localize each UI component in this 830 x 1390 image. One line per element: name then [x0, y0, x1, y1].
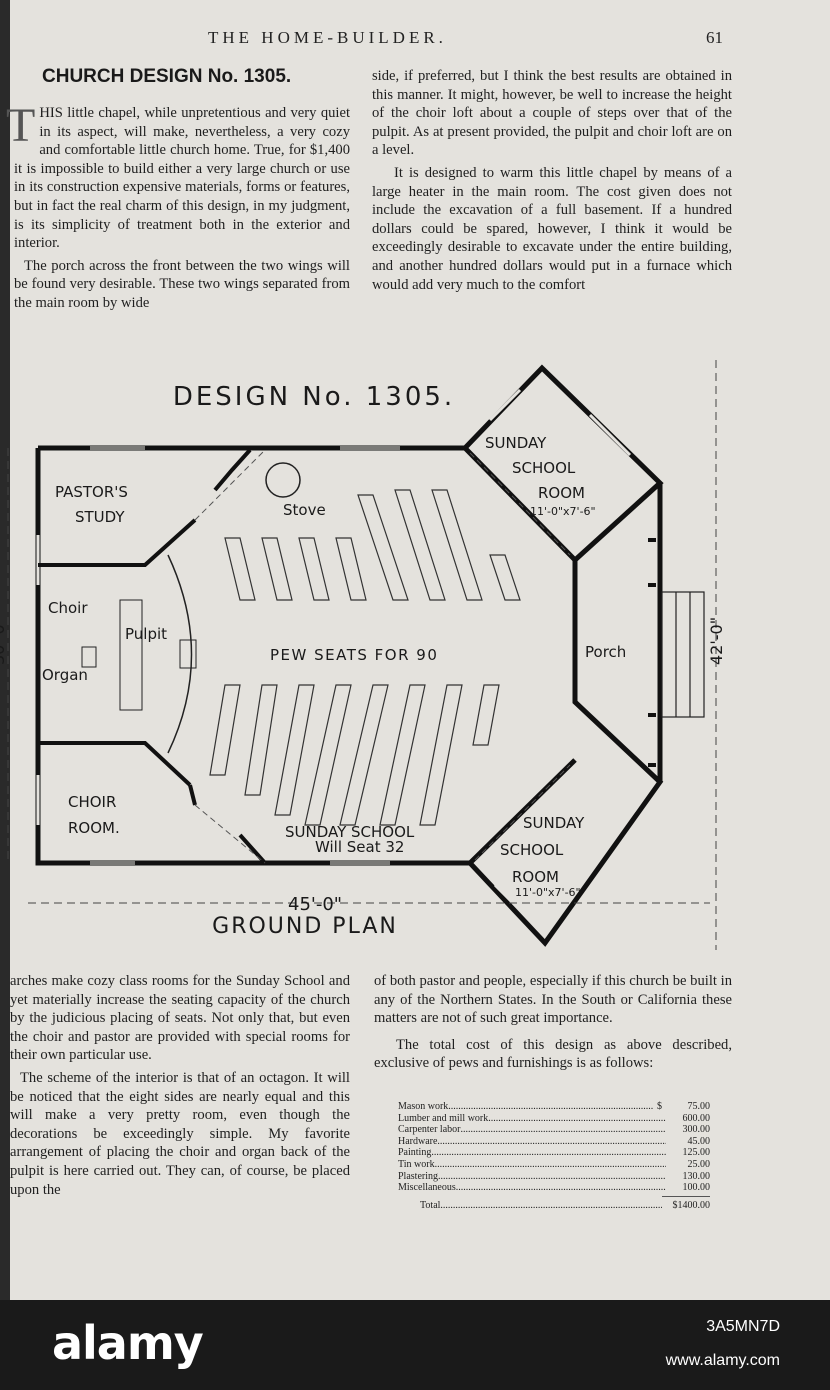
pastors-study-label-2: STUDY [75, 508, 125, 526]
cost-row: Miscellaneous100.00 [398, 1182, 710, 1194]
cost-total-rule [662, 1195, 710, 1197]
paragraph: The scheme of the interior is that of an… [10, 1069, 350, 1198]
pulpit-desk [179, 639, 197, 669]
ss-room-top-label-1: SUNDAY [485, 434, 547, 452]
running-title: THE HOME-BUILDER. [208, 28, 447, 47]
paragraph: of both pastor and people, especially if… [374, 973, 732, 1027]
ss-room-bottom-label-3: ROOM [512, 868, 559, 886]
stove-symbol [265, 462, 301, 498]
ss-room-bottom-label-2: SCHOOL [500, 841, 564, 859]
pews-label: PEW SEATS FOR 90 [270, 646, 438, 664]
ss-note-label-1: SUNDAY SCHOOL [285, 823, 415, 841]
book-page: THE HOME-BUILDER. 61 CHURCH DESIGN No. 1… [0, 0, 830, 1300]
width-dimension: 45'-0" [288, 894, 342, 915]
choir-bench [119, 599, 143, 711]
pulpit-label: Pulpit [125, 625, 167, 643]
window-lines [90, 447, 400, 864]
page-number: 61 [706, 28, 723, 47]
paragraph: The total cost of this design as above d… [374, 1036, 732, 1072]
plan-caption: GROUND PLAN [212, 914, 398, 939]
partitions [38, 448, 267, 865]
ground-plan-drawing: DESIGN No. 1305. [0, 360, 726, 950]
cost-row: Hardware45.00 [398, 1136, 710, 1148]
image-id: 3A5MN7D [706, 1318, 780, 1335]
ss-room-top-size: 11'-0"x7'-6" [530, 505, 596, 518]
dimension-lines [7, 360, 717, 950]
paragraph: The porch across the front between the t… [14, 257, 350, 311]
page-gutter [0, 0, 10, 1300]
cost-row: Plastering130.00 [398, 1171, 710, 1183]
running-header: THE HOME-BUILDER. 61 [0, 28, 830, 52]
pulpit-platform [167, 554, 193, 754]
organ-label: Organ [42, 666, 88, 684]
plan-title: DESIGN No. 1305. [173, 382, 455, 412]
left-dimension: 30'-0" [0, 617, 8, 665]
ss-room-bottom-label-1: SUNDAY [523, 814, 585, 832]
watermark-footer: alamy 3A5MN7D www.alamy.com [0, 1300, 830, 1390]
cost-total-row: Total$1400.00 [398, 1200, 710, 1212]
cost-table: Mason work$75.00 Lumber and mill work600… [398, 1101, 710, 1211]
cost-row: Carpenter labor300.00 [398, 1124, 710, 1136]
cost-row: Lumber and mill work600.00 [398, 1113, 710, 1125]
paragraph: side, if preferred, but I think the best… [372, 68, 732, 159]
left-column-bottom: arches make cozy class rooms for the Sun… [10, 972, 350, 1203]
choir-room-label-1: CHOIR [68, 793, 116, 811]
porch-label: Porch [585, 643, 626, 661]
cost-row: Tin work25.00 [398, 1159, 710, 1171]
brand-logo: alamy [52, 1316, 204, 1370]
room-labels: PASTOR'S STUDY Stove SUNDAY SCHOOL ROOM … [42, 434, 626, 899]
paragraph: arches make cozy class rooms for the Sun… [10, 973, 350, 1064]
article-title: CHURCH DESIGN No. 1305. [42, 66, 292, 87]
porch-steps [661, 591, 705, 718]
choir-room-label-2: ROOM. [68, 819, 120, 837]
paragraph: It is designed to warm this little chape… [372, 164, 732, 293]
ss-room-top-label-3: ROOM [538, 484, 585, 502]
right-column-top: side, if preferred, but I think the best… [372, 67, 732, 298]
stove-label: Stove [283, 501, 326, 519]
porch-columns [648, 538, 656, 767]
pews-upper [224, 489, 521, 601]
cost-row: Mason work$75.00 [398, 1101, 710, 1113]
pastors-study-label-1: PASTOR'S [55, 483, 128, 501]
drop-cap: T [6, 99, 36, 152]
arches [194, 449, 571, 864]
ss-note-label-2: Will Seat 32 [315, 838, 404, 856]
cost-row: Painting125.00 [398, 1147, 710, 1159]
choir-label: Choir [48, 599, 88, 617]
site-url: www.alamy.com [665, 1352, 780, 1369]
organ-box [81, 646, 97, 668]
ss-room-bottom-size: 11'-0"x7'-6" [515, 886, 581, 899]
right-dimension: 42'-0" [707, 617, 726, 665]
right-column-bottom: of both pastor and people, especially if… [374, 972, 732, 1077]
ss-room-top-label-2: SCHOOL [512, 459, 576, 477]
pews-lower [209, 684, 500, 826]
